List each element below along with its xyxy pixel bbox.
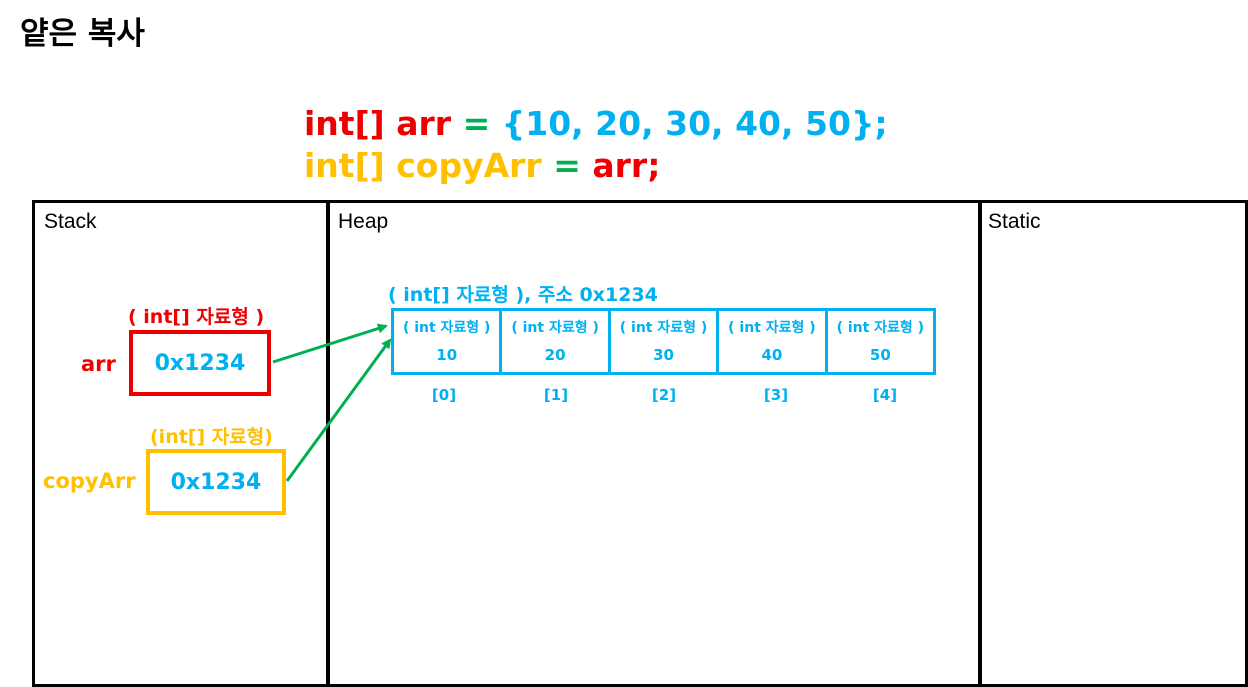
code-var: copyArr (396, 146, 542, 185)
copyarr-pointer-arrow (285, 338, 392, 482)
array-cell: ( int 자료형 ) 20 (502, 311, 611, 372)
arr-pointer-arrow (272, 323, 388, 364)
array-index: [2] (651, 386, 677, 404)
cell-type: ( int 자료형 ) (402, 320, 491, 336)
cell-value: 10 (436, 346, 458, 364)
arr-address: 0x1234 (154, 350, 246, 376)
array-cell: ( int 자료형 ) 30 (611, 311, 720, 372)
code-type: int[] (304, 146, 385, 185)
cell-type: ( int 자료형 ) (836, 320, 925, 336)
arr-var-name: arr (81, 352, 116, 376)
copyarr-address: 0x1234 (170, 469, 262, 495)
code-eq: = (553, 146, 581, 185)
array-cell: ( int 자료형 ) 40 (719, 311, 828, 372)
stack-label: Stack (44, 210, 97, 233)
cell-value: 40 (761, 346, 783, 364)
cell-value: 30 (653, 346, 674, 364)
array-index: [3] (763, 386, 789, 404)
code-line-1: int[] arr = {10, 20, 30, 40, 50}; (304, 104, 888, 143)
copyarr-type-label: (int[] 자료형) (150, 426, 273, 448)
cell-type: ( int 자료형 ) (511, 320, 599, 336)
heap-array: ( int 자료형 ) 10 ( int 자료형 ) 20 ( int 자료형 … (391, 308, 936, 375)
heap-array-title: ( int[] 자료형 ), 주소 0x1234 (388, 284, 658, 306)
code-value: {10, 20, 30, 40, 50}; (501, 104, 888, 143)
code-type: int[] (304, 104, 385, 143)
cell-type: ( int 자료형 ) (619, 320, 708, 336)
heap-label: Heap (338, 210, 389, 233)
cell-value: 50 (869, 346, 891, 364)
array-cell: ( int 자료형 ) 10 (394, 311, 503, 372)
code-var: arr (396, 104, 452, 143)
array-index: [1] (543, 386, 569, 404)
cell-type: ( int 자료형 ) (728, 320, 816, 336)
array-cell: ( int 자료형 ) 50 (828, 311, 933, 372)
array-index: [4] (872, 386, 898, 404)
cell-value: 20 (544, 346, 566, 364)
copyarr-reference-box: 0x1234 (146, 449, 286, 515)
code-eq: = (462, 104, 491, 143)
page-title: 얕은 복사 (20, 16, 145, 52)
static-label: Static (988, 210, 1041, 233)
code-value: arr; (592, 146, 661, 185)
static-panel (978, 200, 1248, 687)
copyarr-var-name: copyArr (43, 469, 136, 493)
arr-reference-box: 0x1234 (129, 330, 271, 396)
array-index: [0] (431, 386, 457, 404)
code-line-2: int[] copyArr = arr; (304, 146, 660, 185)
arr-type-label: ( int[] 자료형 ) (128, 306, 265, 328)
